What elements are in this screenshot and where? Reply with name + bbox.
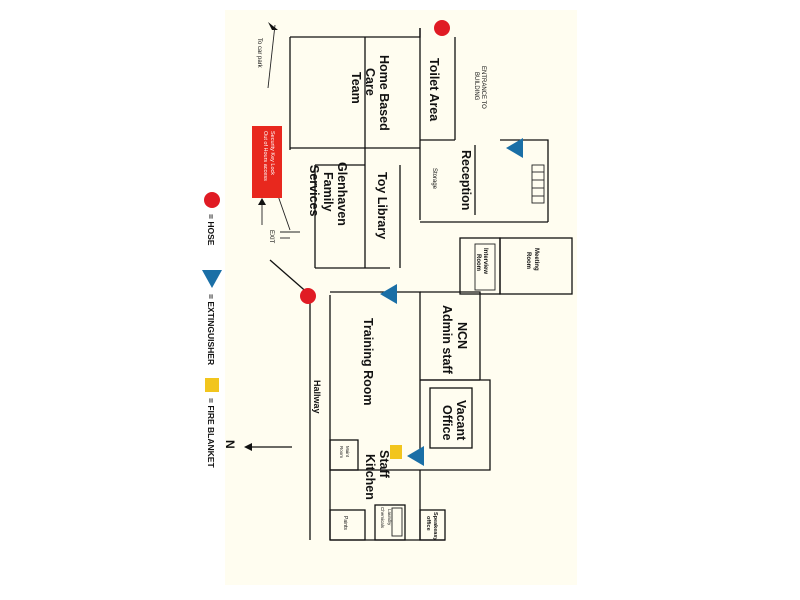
small-room-label-1: Maint [345, 446, 350, 458]
training-room-label: Training Room [361, 318, 375, 406]
extinguisher-icon [407, 446, 424, 466]
glenhaven-label-3: Services [307, 165, 321, 216]
speakeasy-label-2: office [425, 516, 431, 531]
meeting-label-2: Room [525, 252, 531, 269]
admin-staff-label: Admin staff [440, 305, 454, 375]
equipment-markers [300, 20, 523, 466]
small-room-label-2: Room [339, 446, 344, 458]
legend-fire-blanket-icon [205, 378, 219, 392]
glenhaven-label-2: Family [321, 172, 335, 212]
exit-arrow-icon [258, 198, 266, 205]
interview-label-1: Interview [482, 248, 488, 274]
annotations: To car park ENTRANCE TO BUILDING EXIT Se… [252, 22, 486, 244]
legend: = HOSE = EXTINGUISHER = FIRE BLANKET N [202, 192, 292, 468]
arrow-up-icon [268, 22, 278, 30]
kitchen-label: Kitchen [363, 454, 377, 500]
laundry-label-1: Laundry [387, 509, 392, 526]
north-arrow-icon [244, 443, 252, 451]
extinguisher-icon [380, 284, 397, 304]
security-label-2: Out of Hours access [262, 131, 268, 181]
staff-label: Staff [377, 450, 391, 479]
hallway-label: Hallway [312, 380, 322, 414]
security-key-box [252, 126, 282, 198]
legend-fire-blanket-label: = FIRE BLANKET [206, 398, 216, 468]
north-label: N [223, 440, 237, 449]
paints-label: Paints [342, 516, 348, 530]
legend-extinguisher-label: = EXTINGUISHER [206, 294, 216, 365]
laundry-label-2: Chemicals [380, 507, 385, 529]
home-based-label-3: Team [349, 72, 363, 104]
meeting-label-1: Meeting [533, 248, 539, 271]
glenhaven-label-1: Glenhaven [335, 162, 349, 226]
exit-label: EXIT [268, 230, 274, 244]
office-label: Office [440, 405, 454, 440]
to-car-park-label: To car park [256, 38, 262, 69]
entrance-label-1: ENTRANCE TO [480, 66, 486, 109]
legend-extinguisher-icon [202, 270, 222, 288]
hose-icon [434, 20, 450, 36]
home-based-label-2: Care [363, 68, 377, 96]
vacant-label: Vacant [454, 400, 468, 441]
interview-label-2: Room [475, 254, 481, 271]
home-based-label-1: Home Based [377, 55, 391, 131]
speakeasy-label-1: Speakeasy [432, 512, 438, 541]
legend-hose-icon [204, 192, 220, 208]
security-label-1: Security Key Lock [269, 131, 275, 175]
entrance-label-2: BUILDING [473, 72, 479, 101]
toy-library-label: Toy Library [375, 172, 389, 239]
floor-plan-sheet [225, 10, 577, 585]
fire-blanket-icon [390, 445, 402, 459]
storage-label: Storage [431, 168, 437, 190]
room-labels: Home Based Care Team Toilet Area Glenhav… [307, 55, 539, 541]
reception-label: Reception [459, 150, 473, 210]
walls [269, 28, 573, 541]
extinguisher-icon [506, 138, 523, 158]
legend-hose-label: = HOSE [206, 214, 216, 246]
toilet-area-label: Toilet Area [427, 58, 441, 122]
ncn-label: NCN [455, 322, 469, 349]
hose-icon [300, 288, 316, 304]
